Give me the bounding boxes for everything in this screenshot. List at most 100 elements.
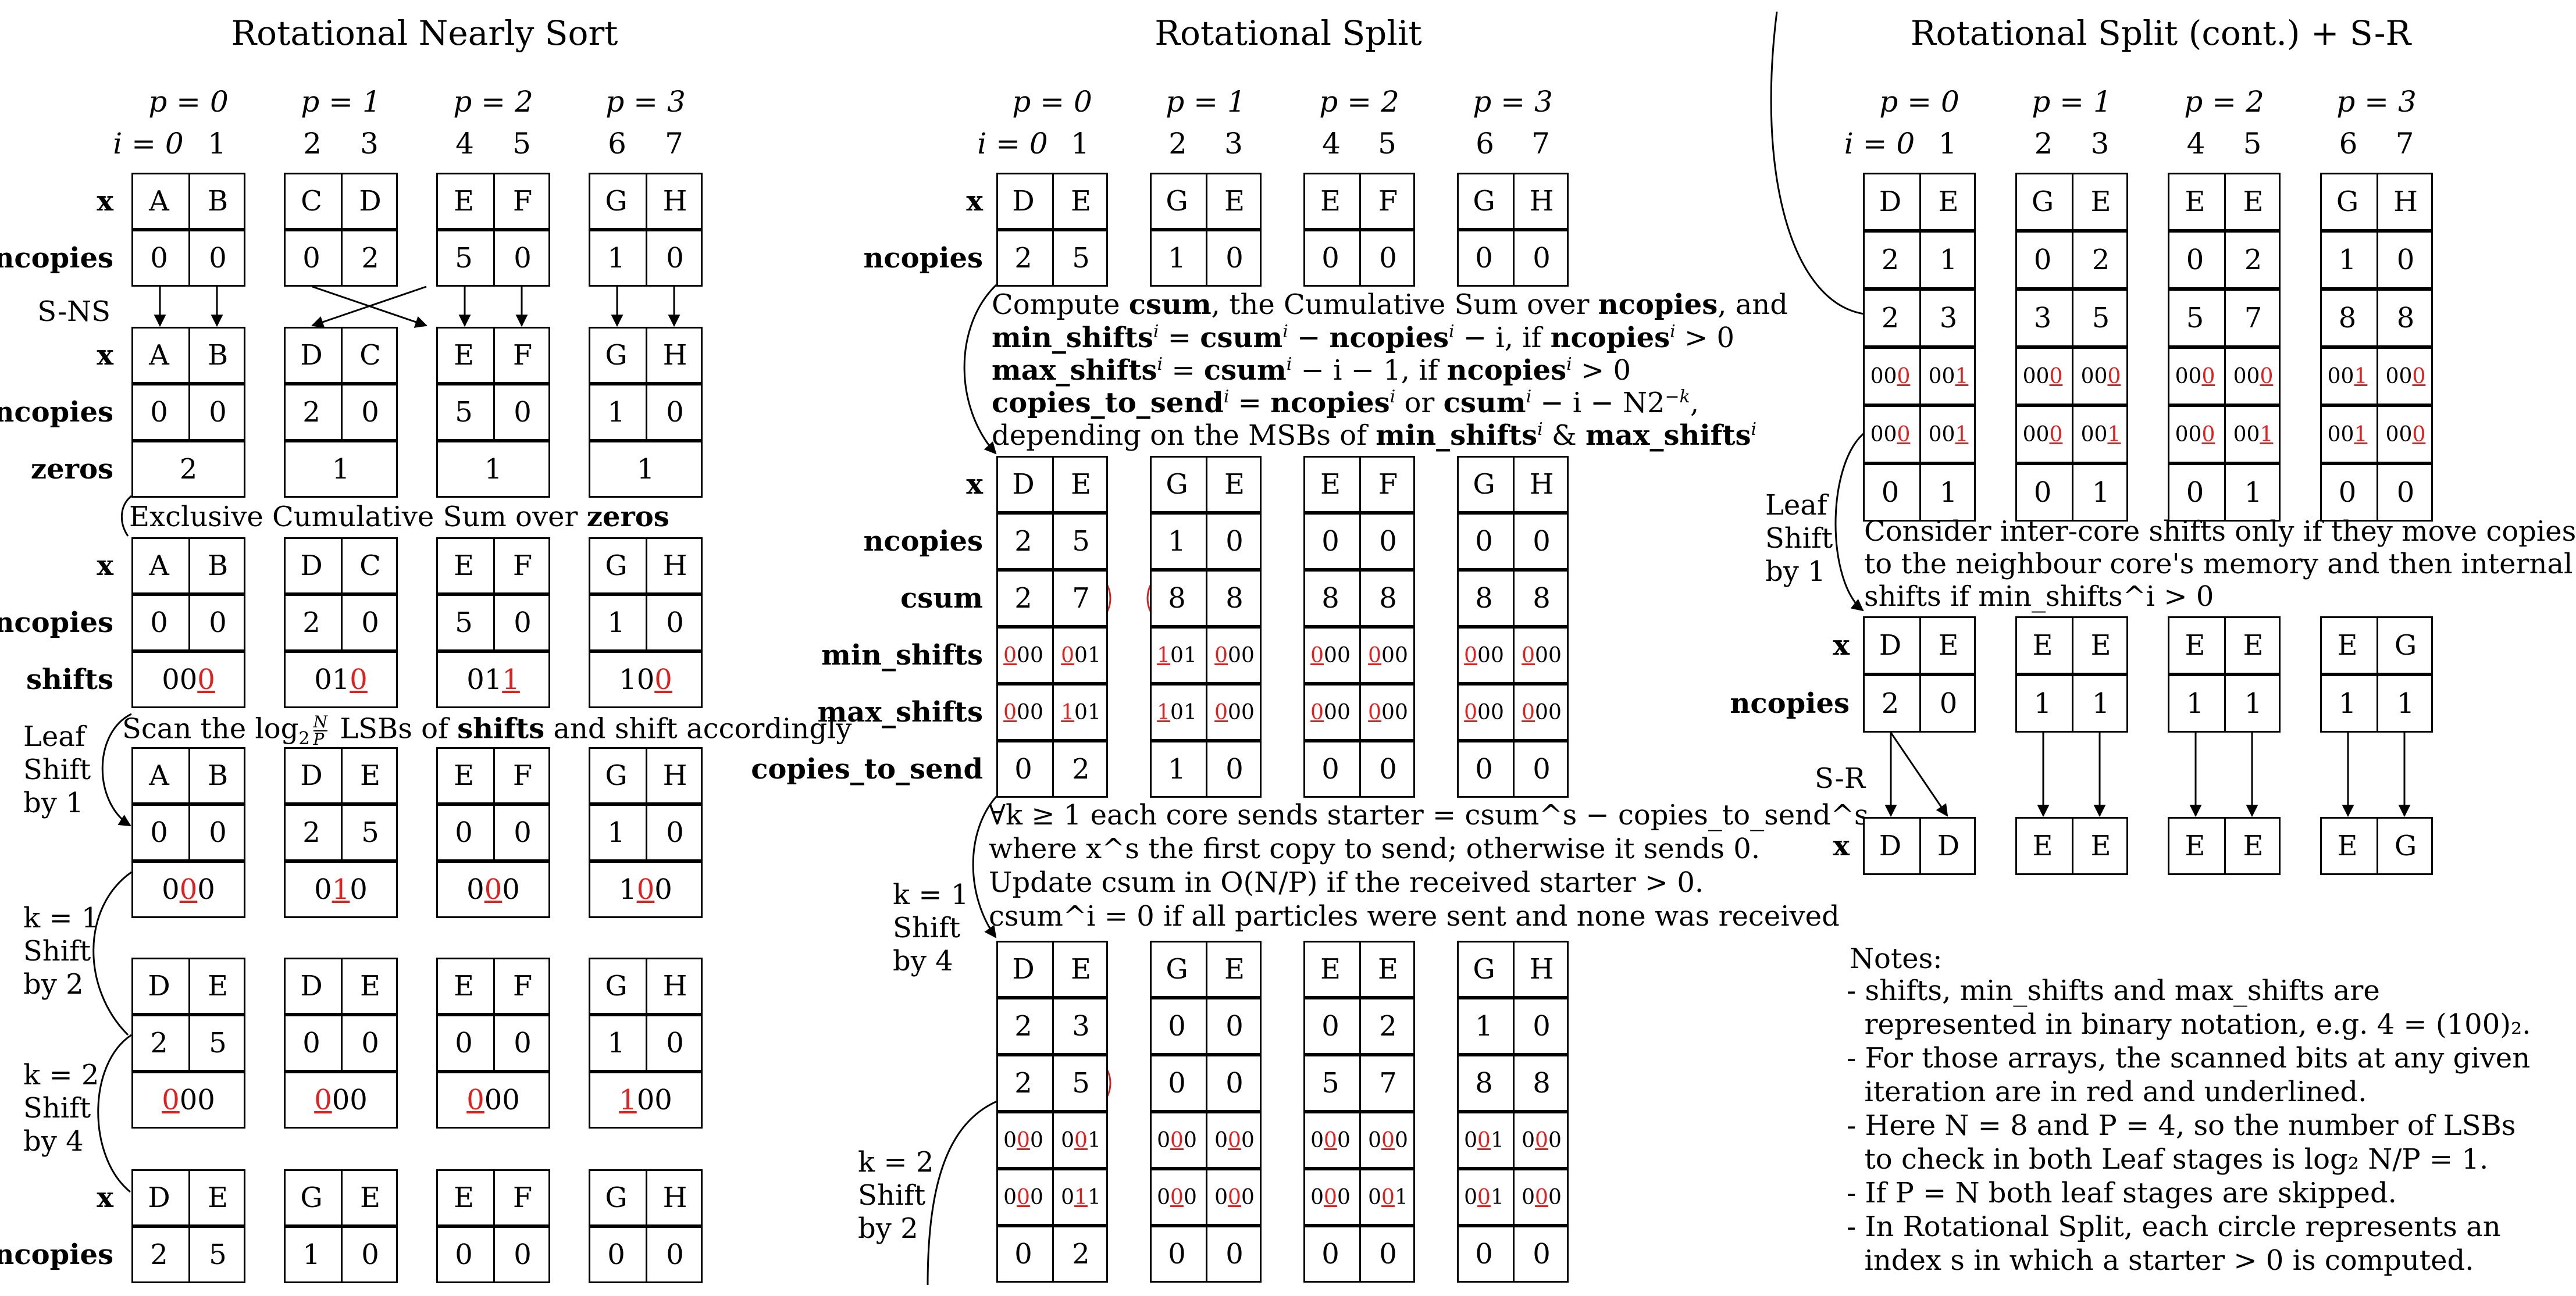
array-cell: 0 [455,1238,473,1271]
array-cell: 0 [1225,1238,1244,1270]
note-part: = [1163,354,1204,387]
cell-divider [341,806,343,859]
scanned-bit: 1 [1955,364,1969,388]
cell-divider [1052,999,1054,1053]
array-cell: 1 [302,1238,320,1271]
array-cell: G [605,1181,628,1214]
cell-divider [341,1171,343,1224]
array-cell: 1 [2396,687,2415,720]
cell-divider [493,539,495,592]
array-box: 1 [589,441,703,498]
scanned-bit: 0 [1897,364,1911,388]
note-part: min_shifts [992,322,1153,354]
array-cell: H [1529,468,1554,501]
scanned-bit: 1 [332,873,350,906]
array-cell: 0 [1225,753,1244,786]
cell-divider [341,174,343,228]
array-cell: E [2090,185,2111,218]
cell-divider [493,806,495,859]
panel-title: Rotational Split [1155,13,1422,53]
cell-divider [646,1016,647,1070]
core-header: p = 0 [148,85,229,119]
side-label: k = 2 [858,1146,934,1179]
array-cell: 0 [607,1238,625,1271]
scanned-bit: 0 [1074,1128,1088,1152]
cell-divider [1513,1056,1515,1110]
array-cell: 0 [2033,244,2052,276]
array-cell: 8 [1533,582,1551,615]
array-cell: E [1070,185,1092,217]
array-cell: 5 [361,816,379,849]
array-cell: 5 [455,396,473,429]
array-cell: 1 [1939,244,1958,276]
compute-note-line: Compute csum, the Cumulative Sum over nc… [992,291,1788,319]
array-cell: F [512,549,533,582]
cell-divider [1513,999,1515,1053]
row-label: x [97,1181,113,1214]
scanned-bit: 0 [484,873,503,906]
note-part: = [1159,322,1200,354]
array-cell: 8 [1321,582,1339,615]
array-cell: 0 [302,1027,320,1059]
cell-divider [1052,231,1054,285]
array-cell: E [2185,830,2206,862]
array-cell: E [1938,185,1959,218]
index-header: 2 [1168,127,1187,160]
notes-line: to check in both Leaf stages is log₂ N/P… [1847,1143,2489,1176]
cell-divider [1206,629,1207,682]
note-part: csum [1128,288,1212,321]
side-label: Shift [858,1179,926,1212]
note-part: = [1229,387,1271,419]
array-cell: E [453,759,475,792]
row-label: max_shifts [817,696,983,729]
array-cell: 8 [1379,582,1397,615]
array-cell: 0 [514,242,532,274]
row-label: x [1833,830,1850,862]
consider-note-line: shifts if min_shifts^i > 0 [1864,580,2214,613]
side-label: Leaf [1765,489,1827,522]
array-cell: 1 [607,1027,625,1059]
array-cell: 0 [1939,687,1958,720]
array-cell: H [1529,185,1554,217]
array-cell: D [1012,468,1035,501]
panel-title: Rotational Split (cont.) + S-R [1910,13,2411,53]
scanned-bit: 0 [197,663,215,696]
curve-k1 [972,796,997,938]
side-label: k = 2 [23,1059,99,1091]
row-label: csum [900,582,983,615]
array-cell: 0 [1881,476,1900,509]
array-cell: E [2337,830,2358,862]
array-cell: G [2394,830,2417,862]
note-part: i [1566,354,1572,374]
index-header: 3 [2090,127,2110,160]
cell-divider [493,385,495,439]
cell-divider [1513,174,1515,228]
array-cell: 7 [1379,1067,1397,1099]
